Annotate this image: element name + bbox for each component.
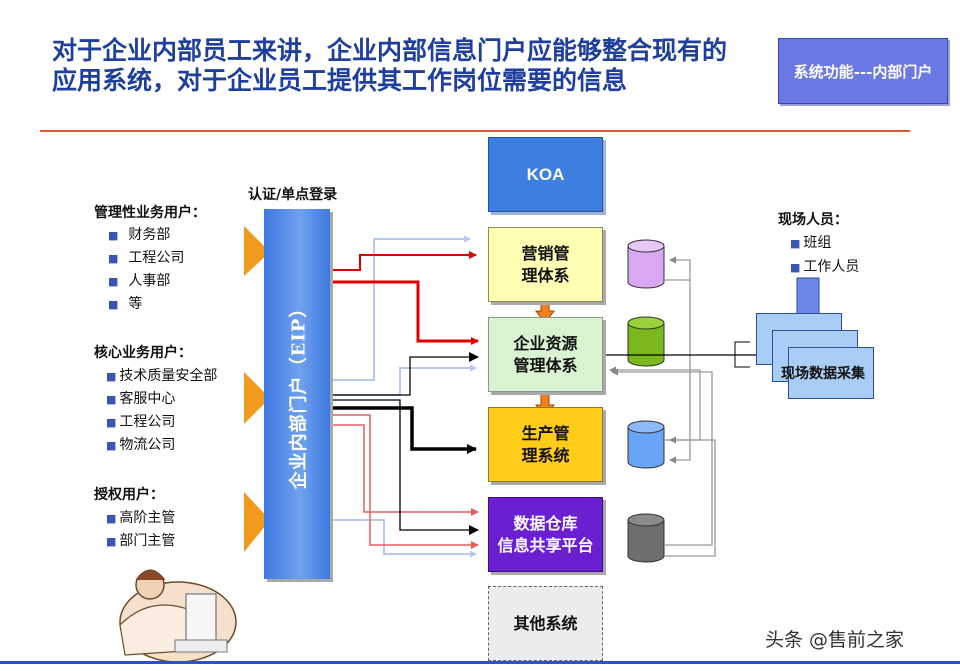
bottom-rule [0,661,960,664]
worker-illustration [119,569,237,663]
page-title: 对于企业内部员工来讲，企业内部信息门户应能够整合现有的 应用系统，对于企业员工提… [52,36,772,96]
bullet-icon: ■ [108,229,119,242]
db-cylinder-production [627,420,665,469]
bullet-icon: ■ [108,298,119,311]
marketing-system-box: 营销管理体系 [488,227,603,302]
other-systems-box: 其他系统 [488,586,603,661]
section-tag: 系统功能---内部门户 [778,38,948,104]
bullet-icon: ■ [106,535,117,548]
bullet-icon: ■ [106,512,117,525]
list-item: ■等 [108,296,143,312]
bullet-icon: ■ [106,416,117,429]
list-item: ■人事部 [108,273,171,289]
user-group-arrow-3 [244,492,270,552]
bullet-icon: ■ [790,261,801,274]
field-staff-title: 现场人员： [778,212,848,228]
list-item: ■技术质量安全部 [106,368,218,384]
erp-system-box: 企业资源管理体系 [488,317,603,392]
bullet-icon: ■ [790,237,801,250]
user-group-title-management: 管理性业务用户： [94,205,206,221]
koa-box: KOA [488,137,603,212]
data-collection-card-front [788,347,874,399]
user-group-title-authorized: 授权用户： [94,487,164,503]
list-item: ■工程公司 [106,414,176,430]
bullet-icon: ■ [108,252,119,265]
list-item: ■班组 [790,235,832,251]
list-item: ■客服中心 [106,391,176,407]
db-cylinder-warehouse [627,513,665,563]
list-item: ■部门主管 [106,533,176,549]
bullet-icon: ■ [106,370,117,383]
title-line-1: 对于企业内部员工来讲，企业内部信息门户应能够整合现有的 [52,36,728,65]
title-divider [40,130,910,132]
list-item: ■财务部 [108,227,171,243]
list-item: ■工作人员 [790,259,860,275]
bullet-icon: ■ [106,439,117,452]
bullet-icon: ■ [108,275,119,288]
data-collection-label: 现场数据采集 [781,366,865,382]
title-line-2: 应用系统，对于企业员工提供其工作岗位需要的信息 [52,66,628,95]
eip-label-text: 企业内部门户（EIP） [288,298,309,490]
bullet-icon: ■ [106,393,117,406]
eip-portal-bar [264,209,330,579]
list-item: ■物流公司 [106,437,176,453]
data-warehouse-box: 数据仓库信息共享平台 [488,497,603,572]
db-cylinder-marketing [627,239,665,289]
list-item: ■工程公司 [108,250,185,266]
auth-label: 认证/单点登录 [248,187,338,203]
watermark: 头条 @售前之家 [765,629,905,651]
user-group-arrow-2 [244,372,270,424]
eip-label: 企业内部门户（EIP） [264,209,330,579]
user-group-arrow-1 [244,226,270,276]
list-item: ■高阶主管 [106,510,176,526]
db-cylinder-erp [627,316,665,367]
production-system-box: 生产管理系统 [488,407,603,482]
user-group-title-core: 核心业务用户： [94,345,192,361]
